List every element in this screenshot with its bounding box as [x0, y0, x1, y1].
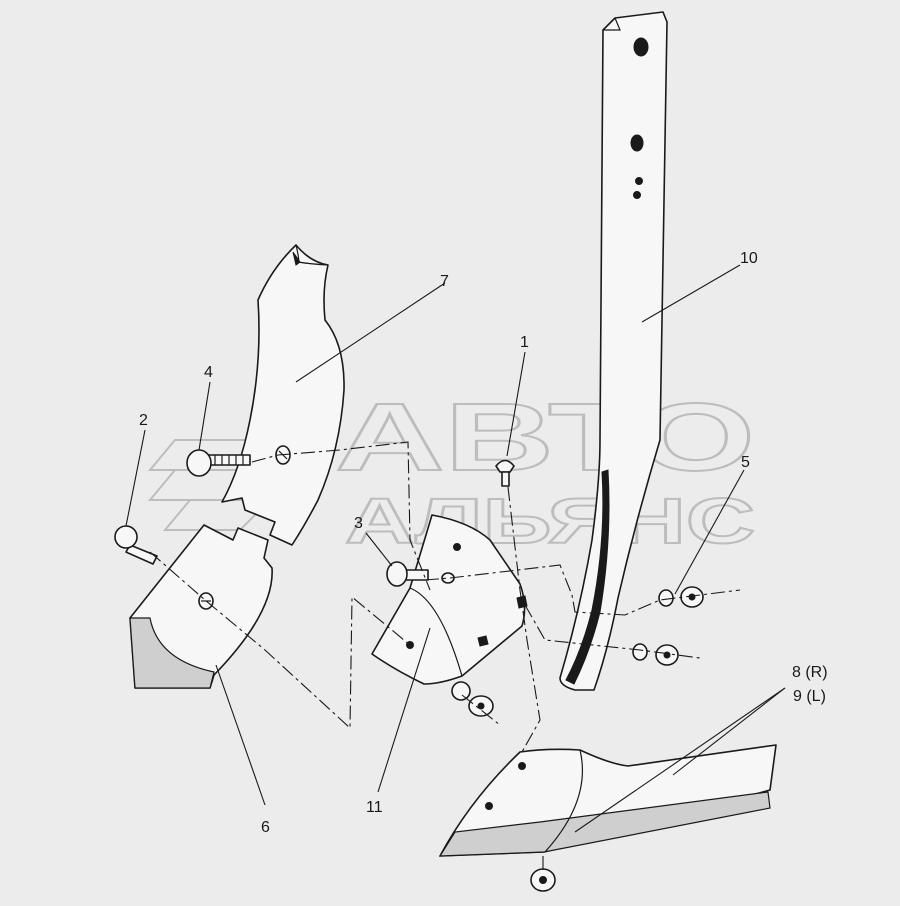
bolt-3 [386, 561, 429, 587]
shank-hole-mid [630, 134, 644, 152]
callout-10: 10 [740, 250, 758, 267]
washer-nut-plate [451, 681, 494, 717]
callout-4: 4 [204, 364, 213, 381]
callout-3: 3 [354, 515, 363, 532]
callouts: 1 2 3 4 5 6 7 8 (R) 9 (L) 10 11 [139, 250, 828, 836]
callout-5: 5 [741, 454, 750, 471]
shank-hole-small-1 [635, 177, 643, 185]
callout-11: 11 [366, 799, 383, 816]
callout-8: 8 (R) [792, 664, 828, 681]
part-10-shank [559, 11, 668, 691]
callout-1: 1 [520, 334, 529, 351]
shank-wear-strip [565, 469, 610, 685]
shank-hole-small-2 [633, 191, 641, 199]
callout-2: 2 [139, 412, 148, 429]
leader-lines [125, 264, 786, 833]
assembly-lines [149, 441, 741, 870]
nut-share [530, 868, 556, 892]
part-6-point [129, 524, 273, 689]
part-7-upper-shield [221, 244, 345, 546]
part-11-plate [371, 514, 528, 685]
watermark: АВТО АЛЬЯНС [147, 383, 756, 558]
bolt-1 [495, 459, 515, 487]
bolt-2 [114, 525, 158, 565]
bolt-4 [186, 449, 251, 477]
washers-nuts-5 [632, 586, 704, 666]
shank-hole-top [633, 37, 649, 57]
callout-6: 6 [261, 819, 270, 836]
watermark-line2: АЛЬЯНС [345, 485, 755, 557]
part-8-9-share-wing [438, 744, 777, 857]
callout-7: 7 [440, 273, 449, 290]
watermark-line1: АВТО [335, 384, 755, 491]
callout-9: 9 (L) [793, 688, 826, 705]
